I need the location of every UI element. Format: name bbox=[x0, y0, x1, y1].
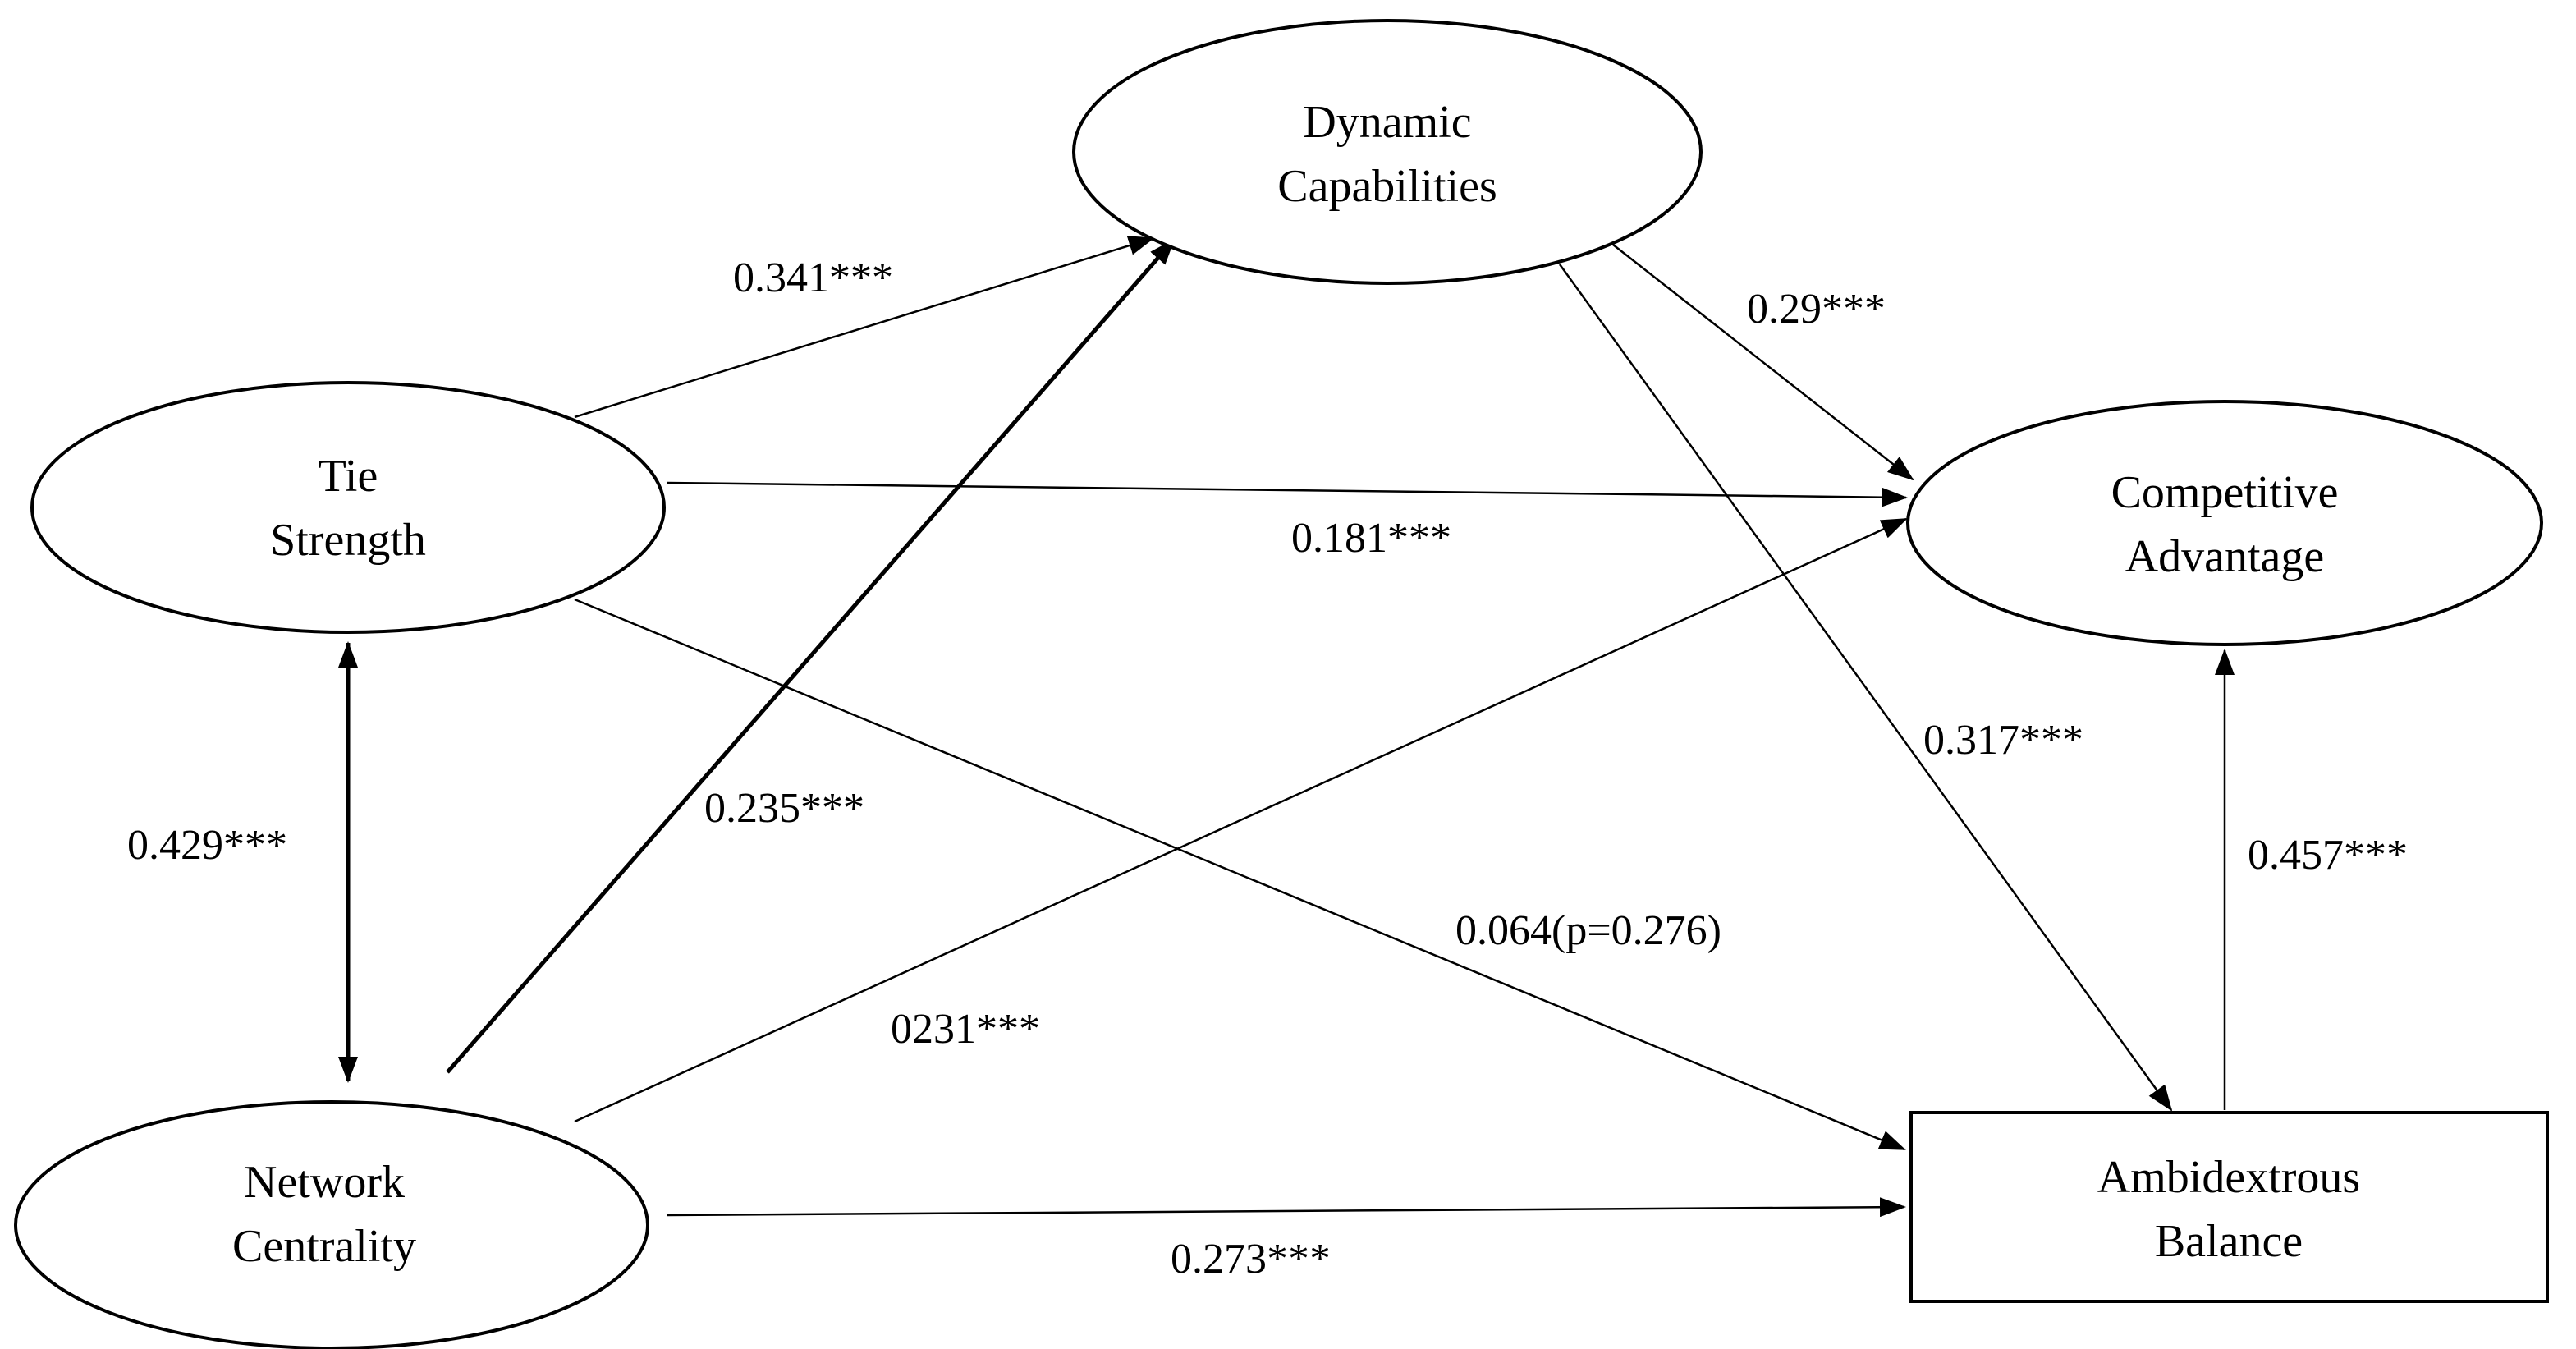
node-tie-strength: Tie Strength bbox=[30, 381, 666, 634]
node-ambidextrous-balance-line1: Ambidextrous bbox=[2097, 1152, 2360, 1203]
node-competitive-advantage-line1: Competitive bbox=[2111, 467, 2339, 518]
node-network-centrality-line2: Centrality bbox=[232, 1221, 416, 1272]
node-competitive-advantage: Competitive Advantage bbox=[1906, 400, 2543, 646]
label-tie-to-dynamic: 0.341*** bbox=[733, 255, 893, 301]
node-dynamic-capabilities: Dynamic Capabilities bbox=[1072, 19, 1703, 285]
edge-network-to-competitive bbox=[574, 517, 1908, 1123]
edge-tie-to-dynamic bbox=[574, 236, 1155, 419]
node-dynamic-capabilities-line1: Dynamic bbox=[1303, 97, 1471, 148]
label-tie-network-correlation: 0.429*** bbox=[127, 822, 287, 869]
node-network-centrality-line1: Network bbox=[244, 1157, 405, 1208]
edges bbox=[338, 236, 2235, 1218]
label-dynamic-to-competitive: 0.29*** bbox=[1747, 286, 1886, 333]
label-ambidextrous-to-competitive: 0.457*** bbox=[2248, 832, 2408, 879]
edge-network-to-dynamic bbox=[446, 238, 1176, 1074]
node-ambidextrous-balance-line2: Balance bbox=[2155, 1216, 2303, 1267]
label-tie-to-ambidextrous: 0.064(p=0.276) bbox=[1455, 907, 1721, 954]
node-dynamic-capabilities-line2: Capabilities bbox=[1277, 161, 1497, 212]
edge-tie-to-competitive bbox=[666, 481, 1908, 507]
label-network-to-dynamic: 0.235*** bbox=[704, 785, 864, 832]
node-network-centrality: Network Centrality bbox=[14, 1100, 649, 1349]
label-tie-to-competitive: 0.181*** bbox=[1291, 515, 1451, 562]
edge-dynamic-to-competitive bbox=[1612, 244, 1914, 481]
label-dynamic-to-ambidextrous: 0.317*** bbox=[1923, 717, 2083, 764]
edge-tie-to-ambidextrous bbox=[574, 598, 1906, 1151]
node-tie-strength-line1: Tie bbox=[319, 451, 378, 502]
node-tie-strength-line2: Strength bbox=[270, 515, 426, 566]
edge-labels: 0.341*** 0.29*** 0.181*** 0.317*** 0.429… bbox=[127, 255, 2408, 1282]
node-competitive-advantage-line2: Advantage bbox=[2125, 531, 2325, 582]
edge-network-to-ambidextrous bbox=[666, 1197, 1906, 1218]
edge-dynamic-to-ambidextrous bbox=[1558, 264, 2173, 1112]
label-network-to-ambidextrous: 0.273*** bbox=[1171, 1236, 1331, 1282]
node-ambidextrous-balance: Ambidextrous Balance bbox=[1909, 1111, 2549, 1303]
label-network-to-competitive: 0231*** bbox=[891, 1006, 1040, 1053]
